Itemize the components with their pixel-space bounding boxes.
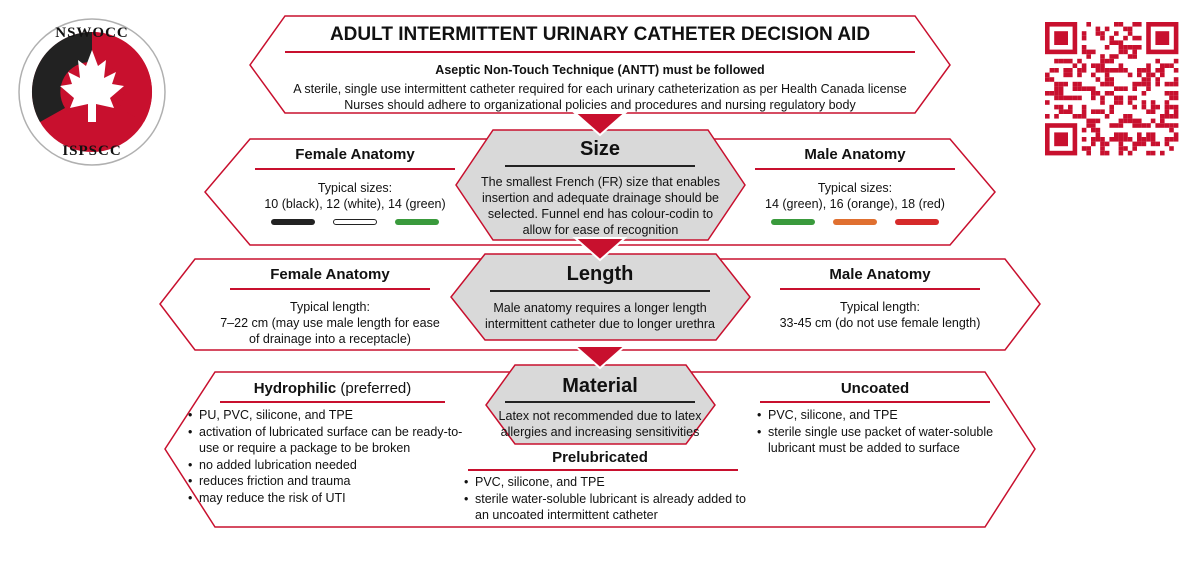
size-male-label: Typical sizes:: [817, 181, 893, 195]
hydrophilic-title-text: Hydrophilic: [253, 380, 337, 397]
arrow-down-icon: [572, 345, 628, 370]
antt-subtitle: Aseptic Non-Touch Technique (ANTT) must …: [435, 63, 765, 77]
size-female-swatches: [240, 212, 470, 230]
size-center-box: [455, 129, 746, 241]
page-title: ADULT INTERMITTENT URINARY CATHETER DECI…: [329, 24, 871, 45]
uncoated-title: Uncoated: [840, 380, 910, 397]
qr-code-icon: [1045, 22, 1179, 156]
list-item: no added lubrication needed: [188, 457, 478, 474]
arrow-down-icon: [572, 112, 628, 137]
size-center-rule: [505, 165, 695, 167]
hydrophilic-rule: [220, 401, 445, 403]
material-center-title: Material: [562, 375, 638, 397]
prelubricated-list: PVC, silicone, and TPE sterile water-sol…: [464, 474, 754, 524]
length-center-title: Length: [566, 263, 634, 285]
list-item: PVC, silicone, and TPE: [464, 474, 754, 491]
green-catheter-swatch: [770, 219, 815, 225]
length-male-title: Male Anatomy: [829, 266, 931, 283]
black-catheter-swatch: [270, 219, 315, 225]
material-center-rule: [505, 401, 695, 403]
arrow-down-icon: [572, 237, 628, 262]
size-female-label: Typical sizes:: [317, 181, 393, 195]
orange-catheter-swatch: [833, 219, 877, 225]
size-male-values: 14 (green), 16 (orange), 18 (red): [765, 197, 945, 211]
length-male-rule: [780, 288, 980, 290]
maple-leaf-icon: [60, 50, 124, 122]
nswocc-logo: [18, 18, 166, 166]
material-center-box: [485, 364, 716, 445]
hydrophilic-title: Hydrophilic (preferred): [215, 380, 450, 398]
length-male-label: Typical length:: [840, 300, 920, 314]
hydrophilic-list: PU, PVC, silicone, and TPE activation of…: [188, 407, 478, 506]
header-hexagon: [249, 15, 951, 114]
green-catheter-swatch: [395, 219, 440, 225]
list-item: PVC, silicone, and TPE: [757, 407, 997, 424]
material-center-text: Latex not recommended due to latex aller…: [498, 409, 702, 439]
list-item: sterile water-soluble lubricant is alrea…: [464, 491, 754, 524]
size-male-swatches: [740, 212, 970, 230]
header-line-1: A sterile, single use intermittent cathe…: [293, 82, 907, 96]
logo-top-text: NSWOCC: [55, 25, 129, 41]
white-catheter-swatch: [333, 219, 377, 225]
uncoated-rule: [760, 401, 990, 403]
list-item: activation of lubricated surface can be …: [188, 424, 478, 457]
size-center-title: Size: [579, 138, 621, 160]
length-female-label: Typical length:: [290, 300, 370, 314]
prelubricated-rule: [468, 469, 738, 471]
hydrophilic-title-suffix: (preferred): [340, 380, 412, 397]
size-female-values: 10 (black), 12 (white), 14 (green): [264, 197, 446, 211]
size-male-title: Male Anatomy: [804, 146, 906, 163]
red-catheter-swatch: [895, 219, 940, 225]
length-female-title: Female Anatomy: [270, 266, 390, 283]
length-female-rule: [230, 288, 430, 290]
length-female-value: 7–22 cm (may use male length for ease of…: [220, 316, 440, 346]
logo-bottom-text: ISPSCC: [62, 143, 122, 159]
length-center-rule: [490, 290, 710, 292]
header-line-2: Nurses should adhere to organizational p…: [344, 98, 856, 112]
length-male-value: 33-45 cm (do not use female length): [779, 316, 981, 330]
uncoated-list: PVC, silicone, and TPE sterile single us…: [757, 407, 997, 457]
list-item: sterile single use packet of water-solub…: [757, 424, 997, 457]
size-female-rule: [255, 168, 455, 170]
length-center-box: [450, 253, 751, 341]
title-underline: [285, 51, 915, 53]
length-center-text: Male anatomy requires a longer length in…: [485, 301, 715, 331]
size-female-title: Female Anatomy: [295, 146, 415, 163]
size-male-rule: [755, 168, 955, 170]
list-item: PU, PVC, silicone, and TPE: [188, 407, 478, 424]
prelubricated-title: Prelubricated: [552, 449, 648, 466]
list-item: may reduce the risk of UTI: [188, 490, 478, 507]
list-item: reduces friction and trauma: [188, 473, 478, 490]
size-center-text: The smallest French (FR) size that enabl…: [481, 175, 720, 237]
